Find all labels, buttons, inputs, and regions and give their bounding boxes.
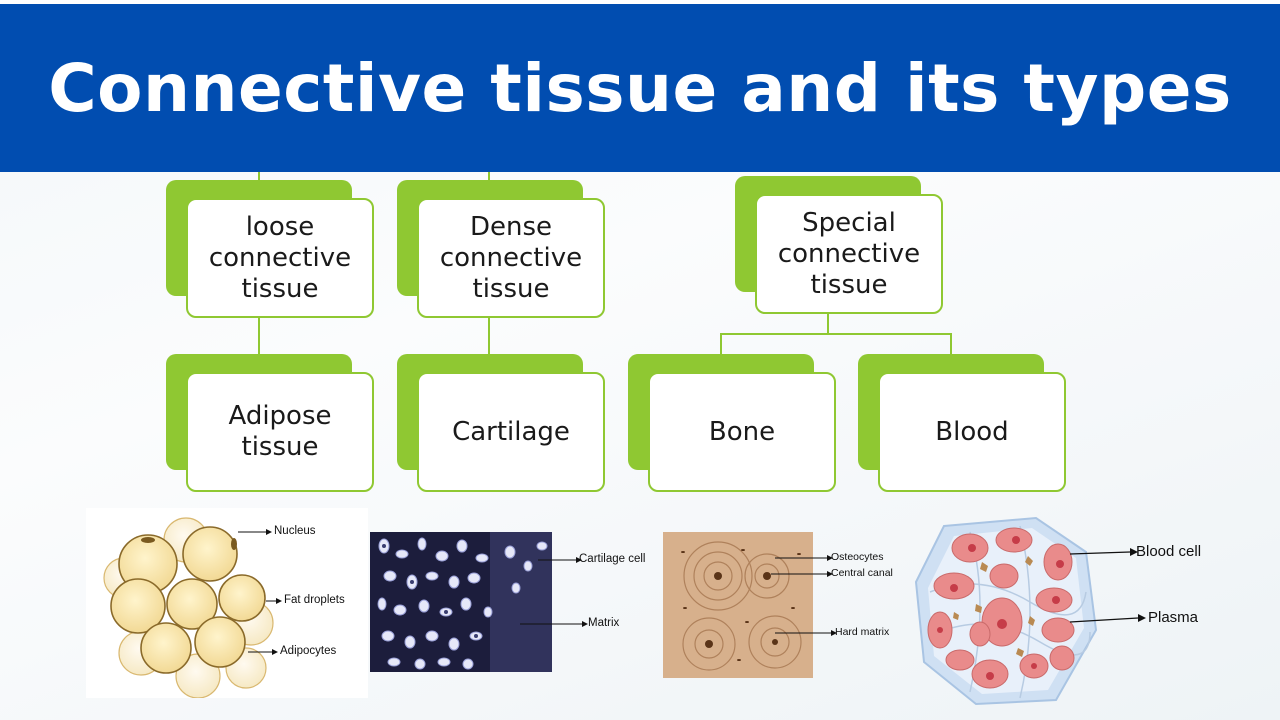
bone-illustration: Osteocytes Central canal Hard matrix bbox=[663, 532, 903, 678]
card-blood: Blood bbox=[858, 354, 1070, 496]
label-hard-matrix: Hard matrix bbox=[835, 626, 890, 638]
label-blood-cell: Blood cell bbox=[1136, 543, 1202, 560]
connector-special-horizontal bbox=[720, 333, 952, 335]
connector-bone bbox=[720, 333, 722, 355]
card-dense-connective-tissue: Dense connective tissue bbox=[397, 180, 609, 322]
label-central-canal: Central canal bbox=[831, 567, 893, 579]
label-adipocytes: Adipocytes bbox=[280, 645, 337, 657]
label-nucleus: Nucleus bbox=[274, 525, 316, 537]
blood-cells-image bbox=[914, 516, 1146, 706]
blood-illustration: Blood cell Plasma bbox=[910, 512, 1220, 712]
connector-blood bbox=[950, 333, 952, 355]
connector-dense-cartilage bbox=[488, 318, 490, 354]
title-banner: Connective tissue and its types bbox=[0, 4, 1280, 172]
cartilage-pointer-lines bbox=[520, 557, 588, 627]
card-bone: Bone bbox=[628, 354, 840, 496]
bone-micrograph-image bbox=[663, 532, 813, 678]
label-cartilage-cell: Cartilage cell bbox=[579, 553, 646, 565]
card-label: Adipose tissue bbox=[186, 372, 374, 492]
label-osteocytes: Osteocytes bbox=[831, 551, 884, 563]
top-strip bbox=[0, 0, 1280, 4]
card-loose-connective-tissue: loose connective tissue bbox=[166, 180, 378, 322]
card-adipose-tissue: Adipose tissue bbox=[166, 354, 378, 496]
bone-pointer-lines bbox=[771, 555, 837, 636]
card-special-connective-tissue: Special connective tissue bbox=[735, 176, 947, 318]
label-matrix: Matrix bbox=[588, 617, 620, 629]
label-plasma: Plasma bbox=[1148, 609, 1199, 626]
card-cartilage: Cartilage bbox=[397, 354, 609, 496]
card-label: Cartilage bbox=[417, 372, 605, 492]
cartilage-illustration: Cartilage cell Matrix bbox=[370, 532, 660, 672]
adipose-tissue-illustration: Nucleus Fat droplets Adipocytes bbox=[86, 508, 368, 699]
cartilage-micrograph-image bbox=[370, 532, 574, 672]
card-label: Bone bbox=[648, 372, 836, 492]
connector-special-down bbox=[827, 314, 829, 334]
connector-loose-top bbox=[258, 172, 260, 182]
connector-loose-adipose bbox=[258, 318, 260, 354]
card-label: loose connective tissue bbox=[186, 198, 374, 318]
card-label: Special connective tissue bbox=[755, 194, 943, 314]
connector-dense-top bbox=[488, 172, 490, 182]
card-label: Blood bbox=[878, 372, 1066, 492]
card-label: Dense connective tissue bbox=[417, 198, 605, 318]
label-fat-droplets: Fat droplets bbox=[284, 594, 345, 606]
page-title: Connective tissue and its types bbox=[48, 49, 1232, 127]
adipocyte-cells-image bbox=[103, 517, 282, 699]
